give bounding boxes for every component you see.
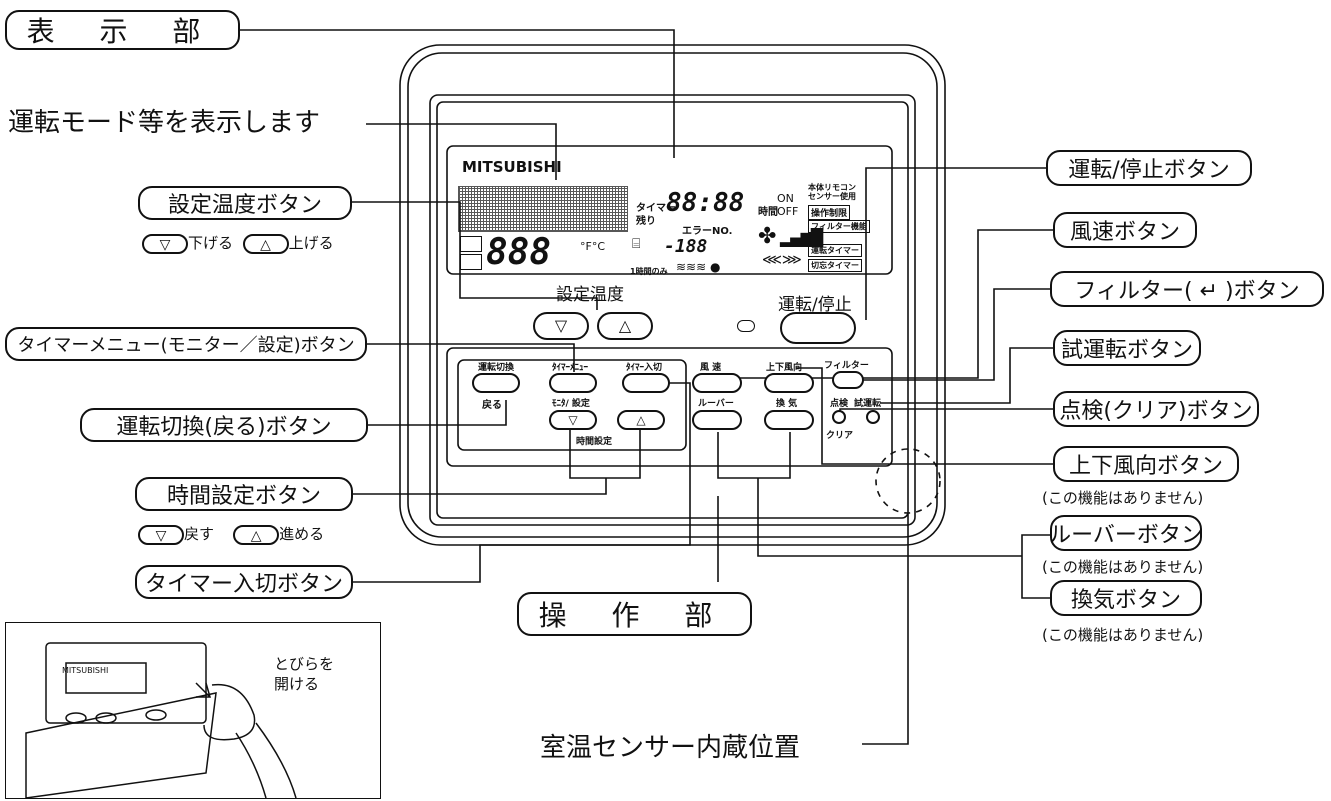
fan-speed-button[interactable] [692, 373, 742, 393]
display-section-label: 表 示 部 [5, 10, 240, 50]
fan-speed-button-label: 風速ボタン [1053, 212, 1197, 248]
timer-stop-icon [460, 254, 482, 270]
room-sensor-label: 室温センサー内蔵位置 [540, 733, 801, 763]
lcd-panel [446, 145, 893, 275]
updown-button[interactable] [764, 373, 814, 393]
dot-matrix-display [458, 186, 628, 232]
central-control-icon [460, 236, 482, 252]
time-down-button[interactable]: ▽ [549, 410, 597, 430]
check-button-label: 点検(クリア)ボタン [1053, 391, 1259, 427]
inset-illustration: MITSUBISHI とびらを 開ける [5, 622, 381, 799]
filter-button-label: フィルター( ↵ )ボタン [1050, 271, 1324, 307]
vent-note: (この機能はありません) [1042, 626, 1204, 644]
louver-button-label: ルーバーボタン [1049, 515, 1203, 551]
check-button[interactable] [832, 410, 846, 424]
timer-menu-button-label: タイマーメニュー(モニター／設定)ボタン [5, 327, 367, 361]
inset-open-door: とびらを [274, 655, 335, 673]
small-temp-digits: -188 [664, 236, 708, 257]
set-temp-legend: ▽下げる △上げる [142, 232, 334, 254]
set-temp-caption: 設定温度 [556, 285, 624, 305]
button-panel [446, 347, 893, 467]
remote-body [399, 44, 946, 546]
louver-note: (この機能はありません) [1042, 558, 1204, 576]
mode-switch-button[interactable] [472, 373, 520, 393]
vent-button-label: 換気ボタン [1050, 580, 1202, 616]
test-run-button[interactable] [866, 410, 880, 424]
louver-button[interactable] [692, 410, 742, 430]
down-pill: ▽ [142, 233, 188, 254]
updown-button-label: 上下風向ボタン [1053, 446, 1239, 482]
louver-icon: ⋘⋙ [762, 252, 802, 268]
brand-logo: MITSUBISHI [462, 158, 562, 176]
time-digits: 88:88 [666, 188, 745, 218]
vent-button[interactable] [764, 410, 814, 430]
time-up-button[interactable]: △ [617, 410, 665, 430]
timer-onoff-button[interactable] [622, 373, 670, 393]
inset-open-door-2: 開ける [274, 675, 320, 693]
run-indicator-lamp [737, 320, 755, 332]
run-stop-button[interactable] [780, 312, 856, 344]
fan-icon: ✤ [758, 224, 777, 249]
up-pill: △ [242, 233, 289, 254]
temp-digits: 888 [486, 232, 552, 273]
temp-down-button[interactable]: ▽ [533, 312, 589, 340]
mode-display-label: 運転モード等を表示します [8, 108, 321, 138]
filter-button[interactable] [832, 371, 864, 389]
time-set-legend: ▽戻す △進める [138, 523, 324, 545]
test-run-button-label: 試運転ボタン [1053, 330, 1201, 366]
operation-section-label: 操 作 部 [517, 592, 752, 636]
time-set-button-label: 時間設定ボタン [135, 477, 353, 511]
airflow-icon: ⌸ [632, 236, 641, 252]
timer-menu-button[interactable] [549, 373, 597, 393]
updown-note: (この機能はありません) [1042, 489, 1204, 507]
wave-icon: ≋≋≋ ● [676, 260, 721, 274]
set-temp-button-label: 設定温度ボタン [138, 186, 352, 220]
run-stop-caption: 運転/停止 [778, 295, 852, 315]
mode-switch-button-label: 運転切換(戻る)ボタン [80, 408, 368, 442]
run-stop-button-label: 運転/停止ボタン [1046, 150, 1252, 186]
inset-brand: MITSUBISHI [62, 666, 109, 675]
timer-onoff-button-label: タイマー入切ボタン [135, 565, 353, 599]
temp-up-button[interactable]: △ [597, 312, 653, 340]
fan-level-icon: ▂▄▆█ [780, 228, 823, 247]
